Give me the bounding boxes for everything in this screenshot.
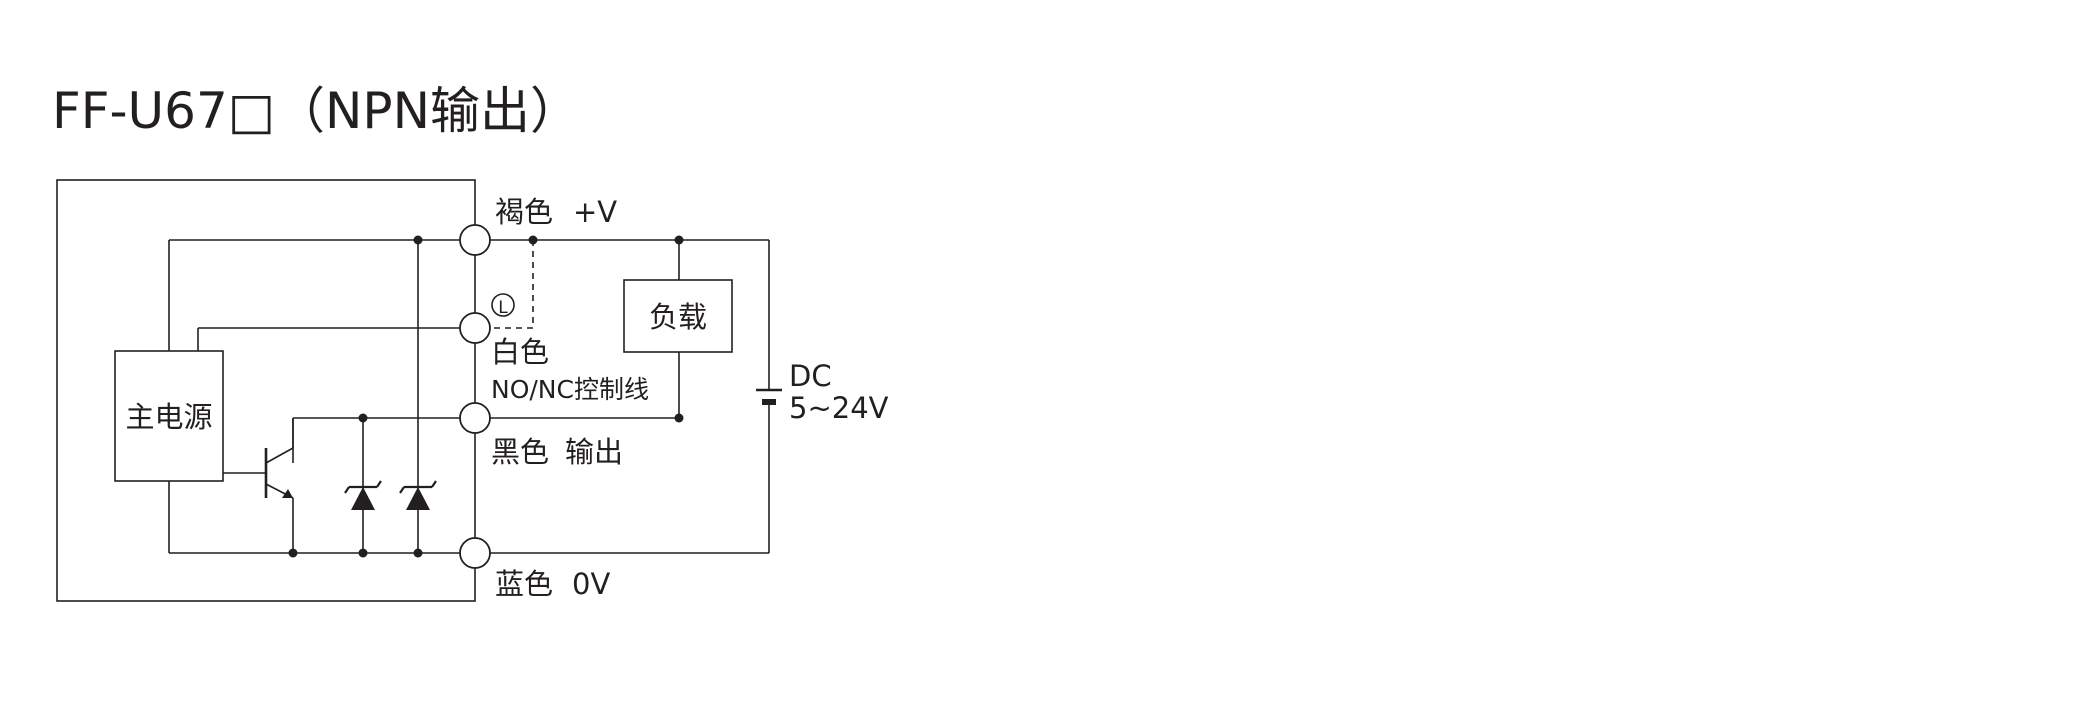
- option-marker: L: [498, 298, 508, 318]
- zener-diode-1: [344, 480, 382, 510]
- terminal-white: [459, 312, 491, 344]
- main-power-label: 主电源: [125, 400, 212, 434]
- white-wire-signal: NO/NC控制线: [491, 375, 649, 404]
- white-wire-color: 白色: [491, 335, 549, 369]
- load-label: 负载: [649, 300, 707, 334]
- blue-wire-signal: 0V: [572, 567, 610, 601]
- terminal-brown: [459, 224, 491, 256]
- optional-link: L: [490, 240, 534, 329]
- diagram-title: FF-U67□（NPN输出）: [52, 82, 580, 140]
- terminal-black: [459, 402, 491, 434]
- black-wire-signal: 输出: [565, 435, 623, 469]
- brown-wire-color: 褐色: [495, 195, 553, 229]
- sensor-housing: [56, 179, 476, 602]
- external-wiring: [490, 239, 770, 554]
- dc-supply-symbol: [756, 388, 782, 405]
- brown-wire-signal: +V: [573, 195, 617, 229]
- terminal-blue: [459, 537, 491, 569]
- supply-voltage-label: 5~24V: [789, 391, 889, 425]
- junction-dots: [288, 235, 684, 558]
- load-block: 负载: [623, 279, 733, 353]
- npn-transistor-symbol: [223, 418, 294, 499]
- main-power-block: 主电源: [114, 350, 224, 482]
- black-wire-color: 黑色: [491, 435, 549, 469]
- blue-wire-color: 蓝色: [495, 567, 553, 601]
- zener-diode-2: [399, 480, 437, 510]
- internal-wiring: [168, 239, 460, 554]
- supply-type-label: DC: [789, 359, 832, 393]
